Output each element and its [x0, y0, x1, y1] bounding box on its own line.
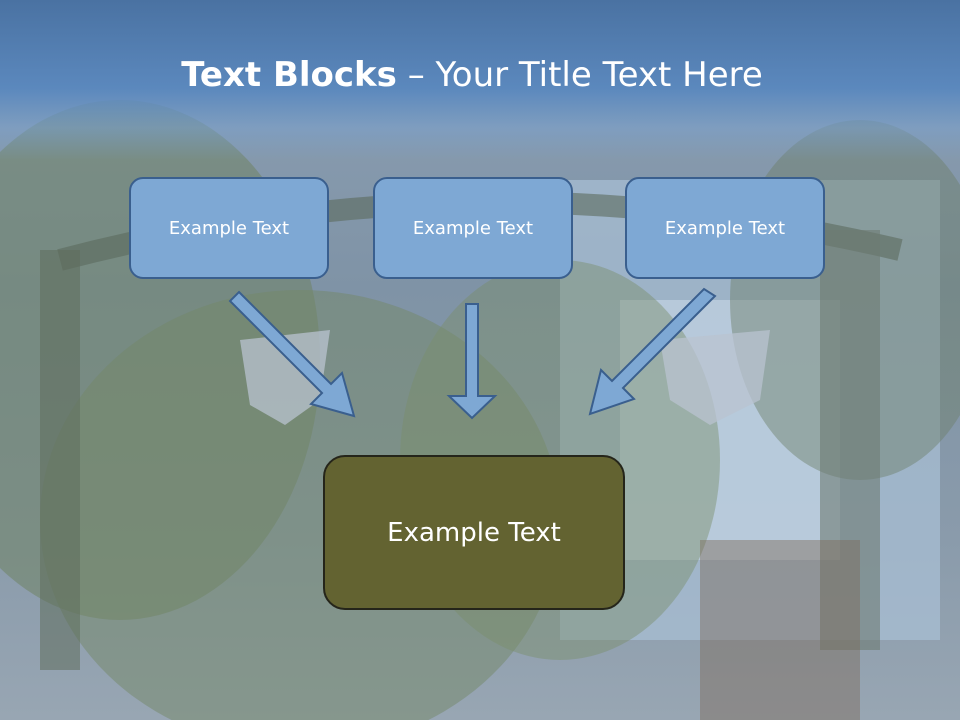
arrow-right — [588, 287, 717, 416]
text-block-top-left-label: Example Text — [168, 217, 290, 239]
text-block-top-left[interactable]: Example Text — [129, 177, 329, 279]
text-block-top-center[interactable]: Example Text — [373, 177, 573, 279]
text-block-top-right[interactable]: Example Text — [625, 177, 825, 279]
text-block-bottom-label: Example Text — [387, 517, 561, 548]
title-dash: – — [396, 55, 436, 95]
text-block-bottom[interactable]: Example Text — [323, 455, 625, 610]
title-band — [0, 0, 960, 160]
title-rest-part: Your Title Text Here — [435, 55, 763, 95]
arrow-left — [228, 290, 356, 418]
text-block-top-center-label: Example Text — [412, 217, 534, 239]
slide-title: Text Blocks – Your Title Text Here — [0, 52, 944, 98]
arrow-center — [446, 303, 498, 420]
text-block-top-right-label: Example Text — [664, 217, 786, 239]
title-bold-part: Text Blocks — [181, 55, 397, 95]
